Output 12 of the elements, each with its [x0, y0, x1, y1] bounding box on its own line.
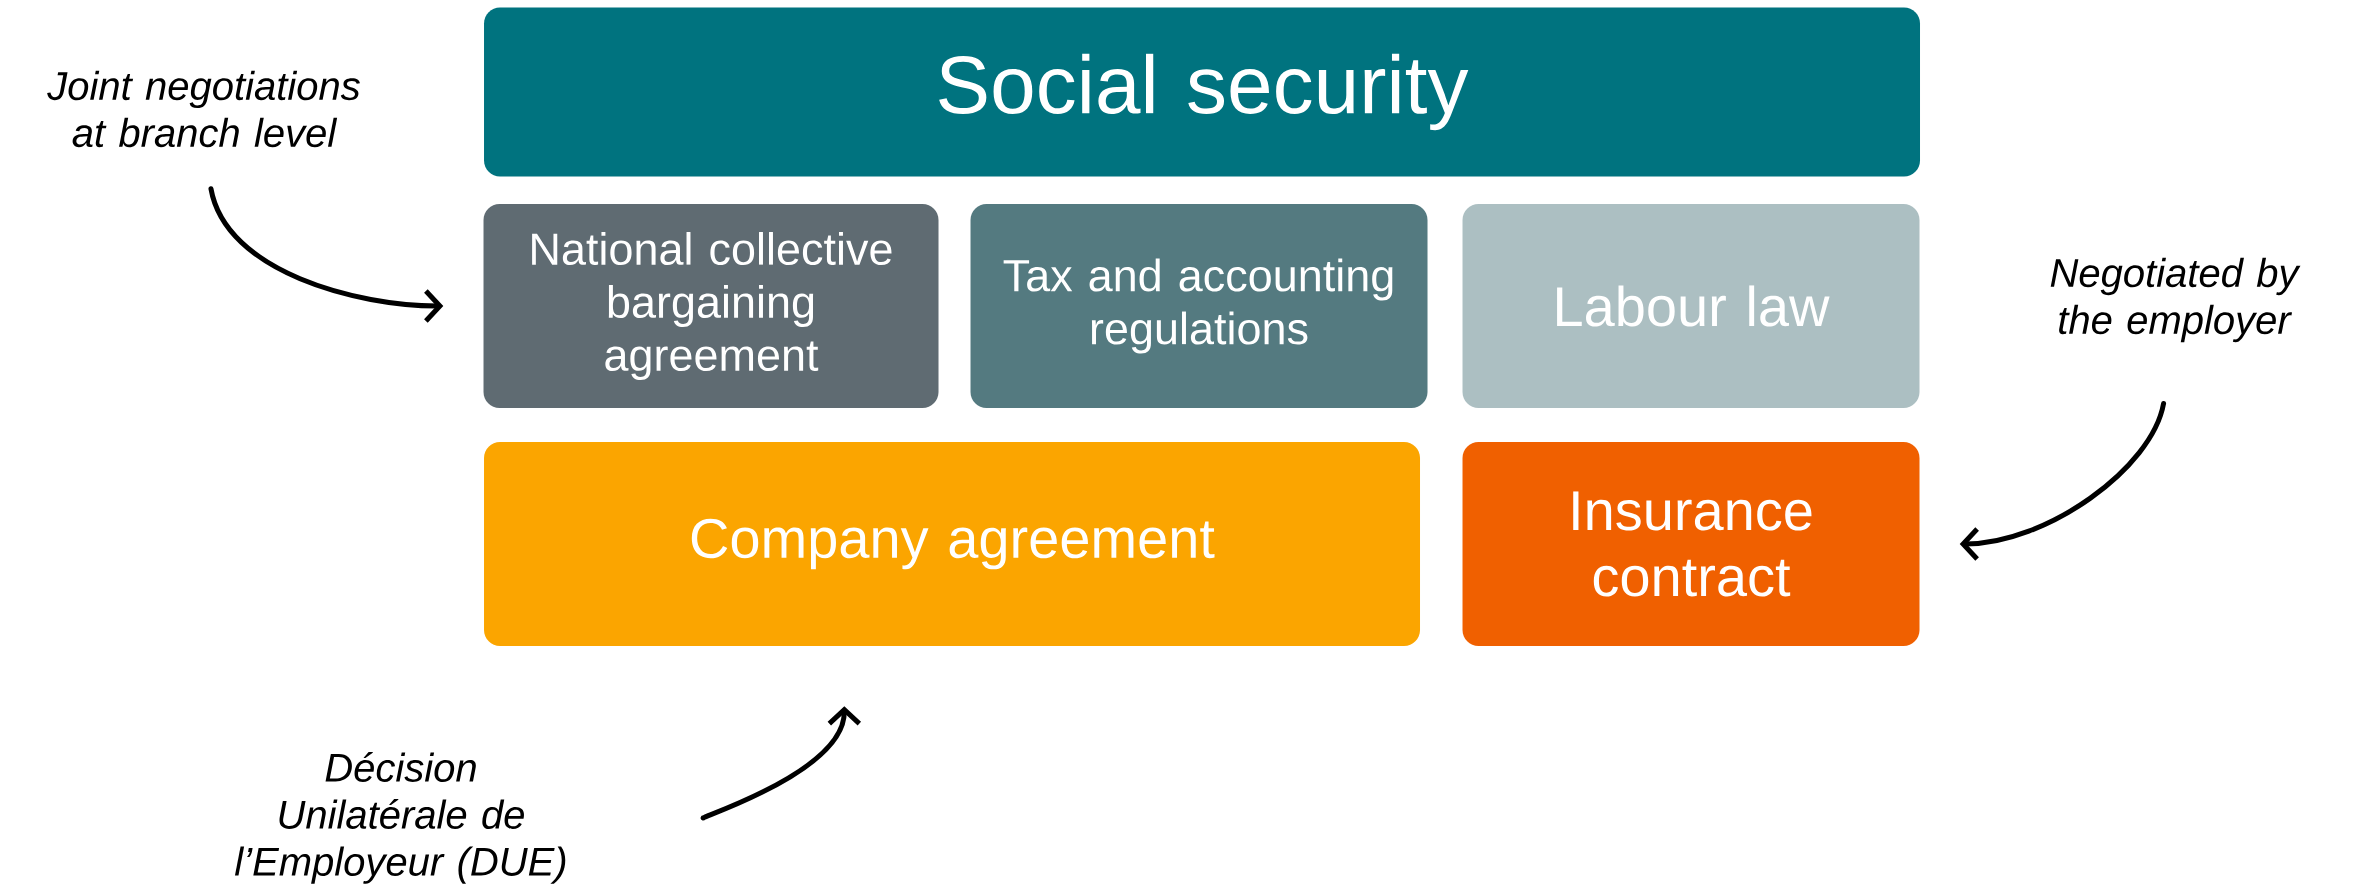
section-box: National collective bargaining agreement	[483, 204, 939, 408]
section-box: Labour law	[1462, 204, 1920, 408]
curved-arrow	[1959, 400, 2167, 561]
section-box: Social security	[484, 7, 1920, 177]
section-box: Company agreement	[484, 442, 1420, 646]
curved-arrow	[700, 706, 862, 821]
curved-arrow	[208, 186, 444, 323]
section-box: Tax and accounting regulations	[970, 204, 1428, 408]
note-text: Décision Unilatérale de l’Employeur (DUE)	[234, 752, 566, 884]
note-text: Joint negotiations at branch level	[47, 70, 360, 148]
section-box: Insurance contract	[1462, 442, 1920, 646]
note-text: Negotiated by the employer	[2050, 257, 2301, 343]
